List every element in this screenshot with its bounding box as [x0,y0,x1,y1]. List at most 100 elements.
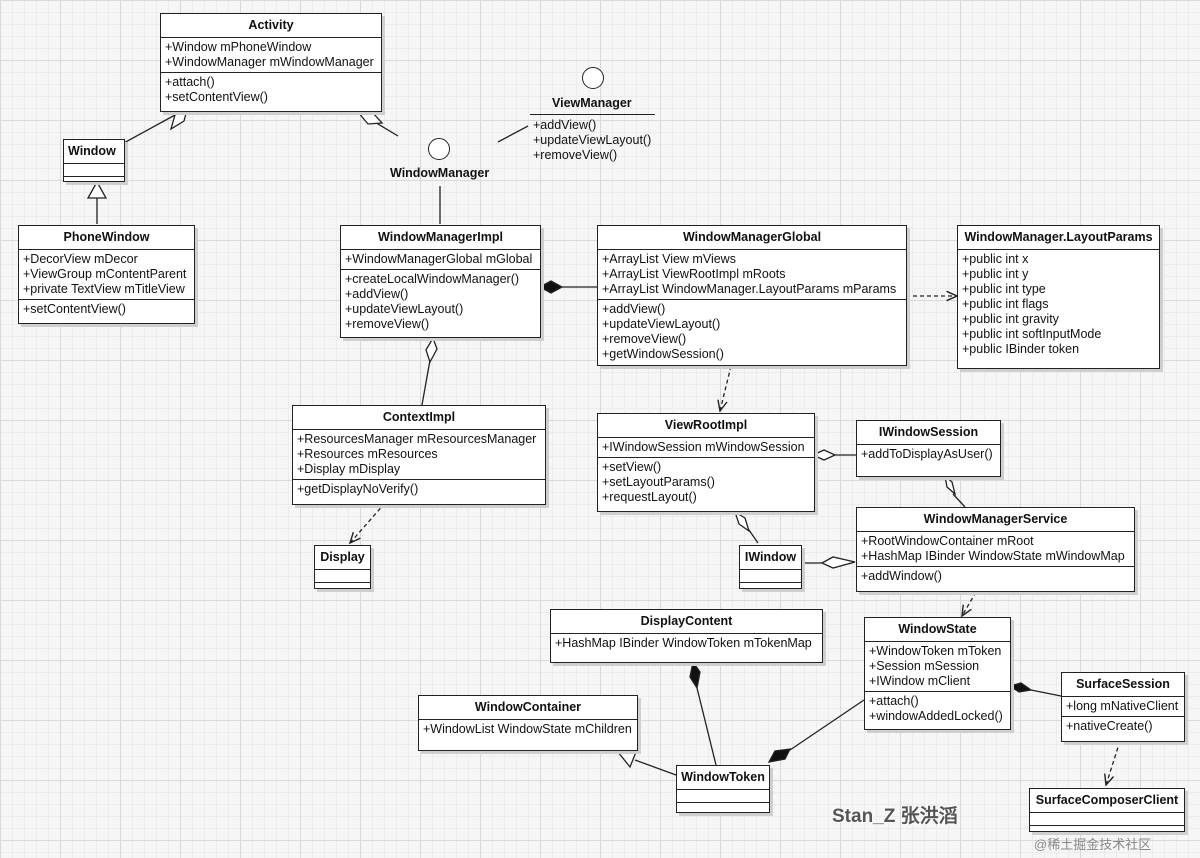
method: +addWindow() [861,569,942,583]
interface-viewmanager[interactable]: ViewManager +addView() +updateViewLayout… [525,67,665,167]
attribute-section [64,164,124,177]
class-windowmanagerglobal[interactable]: WindowManagerGlobal +ArrayList View mVie… [597,225,907,366]
attribute: +IWindow mClient [869,674,971,688]
attribute: +Window mPhoneWindow [165,40,312,54]
class-layoutparams[interactable]: WindowManager.LayoutParams +public int x… [957,225,1160,369]
method-section [64,177,124,189]
class-iwindowsession[interactable]: IWindowSession +addToDisplayAsUser() [856,420,1001,477]
class-title: WindowState [865,618,1010,642]
attribute-section: +WindowToken mToken +Session mSession +I… [865,642,1010,692]
operation: +removeView() [533,148,618,162]
attribute-section: +DecorView mDecor +ViewGroup mContentPar… [19,250,194,300]
method: +requestLayout() [602,490,697,504]
line-wms-windowstate [962,591,977,616]
attribute-section: +HashMap IBinder WindowToken mTokenMap [551,634,822,653]
method: +attach() [165,75,215,89]
attribute-section: +WindowManagerGlobal mGlobal [341,250,540,270]
diamond-iwindow-wms [820,556,856,569]
class-surfacesession[interactable]: SurfaceSession +long mNativeClient +nati… [1061,672,1185,742]
attribute: +DecorView mDecor [23,252,138,266]
method: +addView() [345,287,409,301]
interface-windowmanager[interactable]: WindowManager [385,138,495,184]
diamond-windowstate-surfacesession [1008,682,1033,693]
class-title: SurfaceSession [1062,673,1184,697]
operation: +updateViewLayout() [533,133,652,147]
class-phonewindow[interactable]: PhoneWindow +DecorView mDecor +ViewGroup… [18,225,195,324]
line-displaycontent-windowtoken [696,687,717,766]
method: +createLocalWindowManager() [345,272,520,286]
diamond-windowstate-windowtoken [767,748,792,763]
line-windowstate-surfacesession [1030,689,1062,697]
attribute: +ResourcesManager mResourcesManager [297,432,537,446]
class-title: Activity [161,14,381,38]
attribute-section: +IWindowSession mWindowSession [598,438,814,458]
method-section: +nativeCreate() [1062,717,1184,736]
attribute: +Display mDisplay [297,462,401,476]
attribute: +HashMap IBinder WindowToken mTokenMap [555,636,812,650]
attribute: +public int softInputMode [962,327,1102,341]
method-section: +setView() +setLayoutParams() +requestLa… [598,458,814,507]
class-title: WindowManagerImpl [341,226,540,250]
class-windowstate[interactable]: WindowState +WindowToken mToken +Session… [864,617,1011,730]
method-section: +attach() +windowAddedLocked() [865,692,1010,726]
attribute-section [740,570,801,583]
method: +setView() [602,460,662,474]
operation: +addView() [533,118,597,132]
diamond-displaycontent-windowtoken [689,660,701,690]
method: +setContentView() [165,90,268,104]
attribute: +public int type [962,282,1046,296]
line-activity-window [121,114,176,145]
method: +updateViewLayout() [345,302,464,316]
line-surfacesession-composer [1106,740,1121,785]
class-display[interactable]: Display [314,545,371,589]
method: +removeView() [602,332,687,346]
attribute: +Resources mResources [297,447,438,461]
class-windowmanagerimpl[interactable]: WindowManagerImpl +WindowManagerGlobal m… [340,225,541,338]
attribute-section [1030,813,1184,826]
class-windowmanagerservice[interactable]: WindowManagerService +RootWindowContaine… [856,507,1135,592]
method: +getDisplayNoVerify() [297,482,419,496]
class-contextimpl[interactable]: ContextImpl +ResourcesManager mResources… [292,405,546,505]
class-windowcontainer[interactable]: WindowContainer +WindowList WindowState … [418,695,638,751]
attribute: +HashMap IBinder WindowState mWindowMap [861,549,1125,563]
diamond-iwindowsession-wms [944,474,957,496]
class-title: IWindow [740,546,801,570]
method-section: +addView() +updateViewLayout() +removeVi… [598,300,906,364]
class-title: ViewRootImpl [598,414,814,438]
method-section: +addWindow() [857,567,1134,586]
class-title: WindowContainer [419,696,637,720]
class-windowtoken[interactable]: WindowToken [676,765,770,813]
attribute: +public IBinder token [962,342,1080,356]
class-title: IWindowSession [857,421,1000,445]
author-watermark: Stan_Z 张洪滔 [832,806,958,827]
class-viewrootimpl[interactable]: ViewRootImpl +IWindowSession mWindowSess… [597,413,815,512]
class-displaycontent[interactable]: DisplayContent +HashMap IBinder WindowTo… [550,609,823,663]
method-section: +attach() +setContentView() [161,73,381,107]
class-iwindow[interactable]: IWindow [739,545,802,589]
diamond-wmimpl-contextimpl [425,336,438,364]
attribute: +IWindowSession mWindowSession [602,440,805,454]
class-window[interactable]: Window [63,139,125,182]
attribute-section: +ResourcesManager mResourcesManager +Res… [293,430,545,480]
class-title: PhoneWindow [19,226,194,250]
diamond-activity-windowmanager [356,111,384,125]
method-section [677,803,769,815]
method: +getWindowSession() [602,347,724,361]
attribute-section [677,790,769,803]
interface-divider [530,114,655,115]
operation-list: +addView() +updateViewLayout() +removeVi… [533,118,651,163]
interface-lollipop-icon [582,67,604,89]
attribute: +ArrayList ViewRootImpl mRoots [602,267,786,281]
attribute: +WindowToken mToken [869,644,1002,658]
attribute: +private TextView mTitleView [23,282,185,296]
line-windowtoken-windowcontainer [634,759,677,776]
class-activity[interactable]: Activity +Window mPhoneWindow +WindowMan… [160,13,382,112]
class-surfacecomposerclient[interactable]: SurfaceComposerClient [1029,788,1185,832]
method: +addView() [602,302,666,316]
method-section: +createLocalWindowManager() +addView() +… [341,270,540,334]
class-title: ContextImpl [293,406,545,430]
triangle-phonewindow-window [86,180,108,199]
attribute-section: +ArrayList View mViews +ArrayList ViewRo… [598,250,906,300]
method-section [740,583,801,595]
